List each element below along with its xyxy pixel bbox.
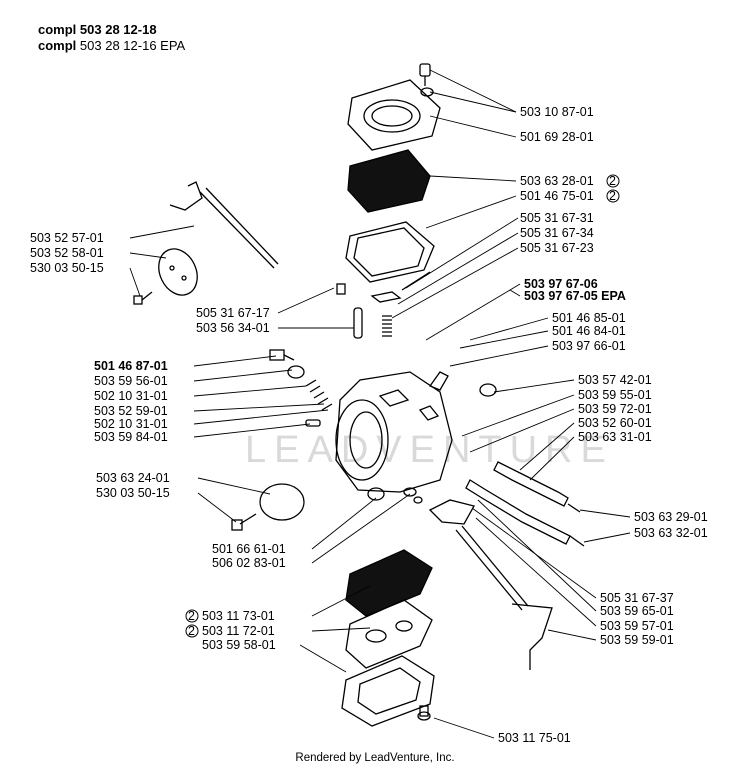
part-label[interactable]: 503 97 67-06 [524, 277, 598, 291]
part-label[interactable]: 503 63 31-01 [578, 430, 652, 444]
throttle-screw-part[interactable] [269, 349, 295, 361]
part-label[interactable]: 503 11 73-01 [202, 609, 275, 623]
part-label[interactable]: 530 03 50-15 [30, 261, 104, 275]
choke-shaft-part[interactable] [169, 181, 279, 269]
throttle-lever-part[interactable] [428, 499, 553, 670]
part-label[interactable]: 503 56 34-01 [196, 321, 270, 335]
part-label[interactable]: 503 59 84-01 [94, 430, 168, 444]
part-label[interactable]: 503 52 58-01 [30, 246, 104, 260]
part-label[interactable]: 503 97 67-05 EPA [524, 289, 626, 303]
note-marker: 2 [188, 609, 195, 623]
carburetor-body-part[interactable] [335, 371, 453, 493]
metering-gasket-part[interactable] [345, 599, 433, 669]
needle-valve-part[interactable] [428, 371, 497, 397]
watermark: LEADVENTURE [245, 429, 614, 471]
washer-part[interactable] [367, 487, 423, 504]
part-label[interactable]: 505 31 67-17 [196, 306, 270, 320]
part-label[interactable]: 505 31 67-37 [600, 591, 674, 605]
footer-credit: Rendered by LeadVenture, Inc. [295, 752, 455, 764]
note-marker: 2 [609, 174, 616, 188]
assembly-number-2: 503 28 12-16 EPA [79, 38, 186, 53]
throttle-valve-part[interactable] [231, 483, 305, 531]
part-label[interactable]: 501 46 85-01 [552, 311, 626, 325]
detent-pin-part[interactable] [336, 283, 363, 339]
part-label[interactable]: 501 69 28-01 [520, 130, 594, 144]
part-label[interactable]: 502 10 31-01 [94, 417, 168, 431]
part-label[interactable]: 501 46 87-01 [94, 359, 168, 373]
part-label[interactable]: 503 63 28-01 [520, 174, 594, 188]
mixture-screw-l-part[interactable] [465, 479, 585, 547]
pump-cover-part[interactable] [347, 79, 441, 151]
assembly-prefix-2: compl [38, 38, 77, 53]
part-label[interactable]: 503 59 72-01 [578, 402, 652, 416]
fuel-spring-part[interactable] [287, 365, 333, 411]
choke-valve-part[interactable] [152, 243, 205, 302]
part-label[interactable]: 503 10 87-01 [520, 105, 594, 119]
part-label[interactable]: 503 63 29-01 [634, 510, 708, 524]
part-label[interactable]: 503 52 59-01 [94, 404, 168, 418]
note-marker: 2 [609, 189, 616, 203]
part-label[interactable]: 502 10 31-01 [94, 389, 168, 403]
part-label[interactable]: 503 52 57-01 [30, 231, 104, 245]
part-label[interactable]: 503 63 24-01 [96, 471, 170, 485]
part-label[interactable]: 503 57 42-01 [578, 373, 652, 387]
part-label[interactable]: 503 59 56-01 [94, 374, 168, 388]
assembly-title-1: compl 503 28 12-18 [38, 22, 157, 37]
part-label[interactable]: 503 59 55-01 [578, 388, 652, 402]
choke-screw-part[interactable] [133, 291, 153, 305]
part-label[interactable]: 503 11 75-01 [498, 731, 571, 745]
part-label[interactable]: 505 31 67-23 [520, 241, 594, 255]
part-label[interactable]: 503 97 66-01 [552, 339, 626, 353]
spring-part[interactable] [370, 271, 431, 337]
note-marker: 2 [188, 624, 195, 638]
assembly-title-2: compl 503 28 12-16 EPA [38, 38, 185, 53]
assembly-prefix-1: compl [38, 22, 77, 37]
part-label[interactable]: 501 46 84-01 [552, 324, 626, 338]
part-label[interactable]: 530 03 50-15 [96, 486, 170, 500]
pump-diaphragm-part[interactable] [347, 149, 431, 213]
part-label[interactable]: 503 11 72-01 [202, 624, 275, 638]
small-pin-part[interactable] [305, 419, 321, 427]
gasket-part[interactable] [345, 221, 435, 283]
metering-cover-part[interactable] [341, 655, 435, 727]
part-label[interactable]: 505 31 67-31 [520, 211, 594, 225]
part-label[interactable]: 501 66 61-01 [212, 542, 286, 556]
part-label[interactable]: 503 52 60-01 [578, 416, 652, 430]
assembly-number-1: 503 28 12-18 [79, 22, 157, 37]
part-label[interactable]: 505 31 67-34 [520, 226, 594, 240]
part-label[interactable]: 503 59 59-01 [600, 633, 674, 647]
part-label[interactable]: 503 63 32-01 [634, 526, 708, 540]
part-label[interactable]: 503 59 57-01 [600, 619, 674, 633]
part-label[interactable]: 501 46 75-01 [520, 189, 594, 203]
part-label[interactable]: 503 59 58-01 [202, 638, 276, 652]
metering-diaphragm-part[interactable] [345, 549, 433, 617]
part-label[interactable]: 503 59 65-01 [600, 604, 674, 618]
part-label[interactable]: 506 02 83-01 [212, 556, 286, 570]
screw-bottom-part[interactable] [417, 705, 431, 721]
